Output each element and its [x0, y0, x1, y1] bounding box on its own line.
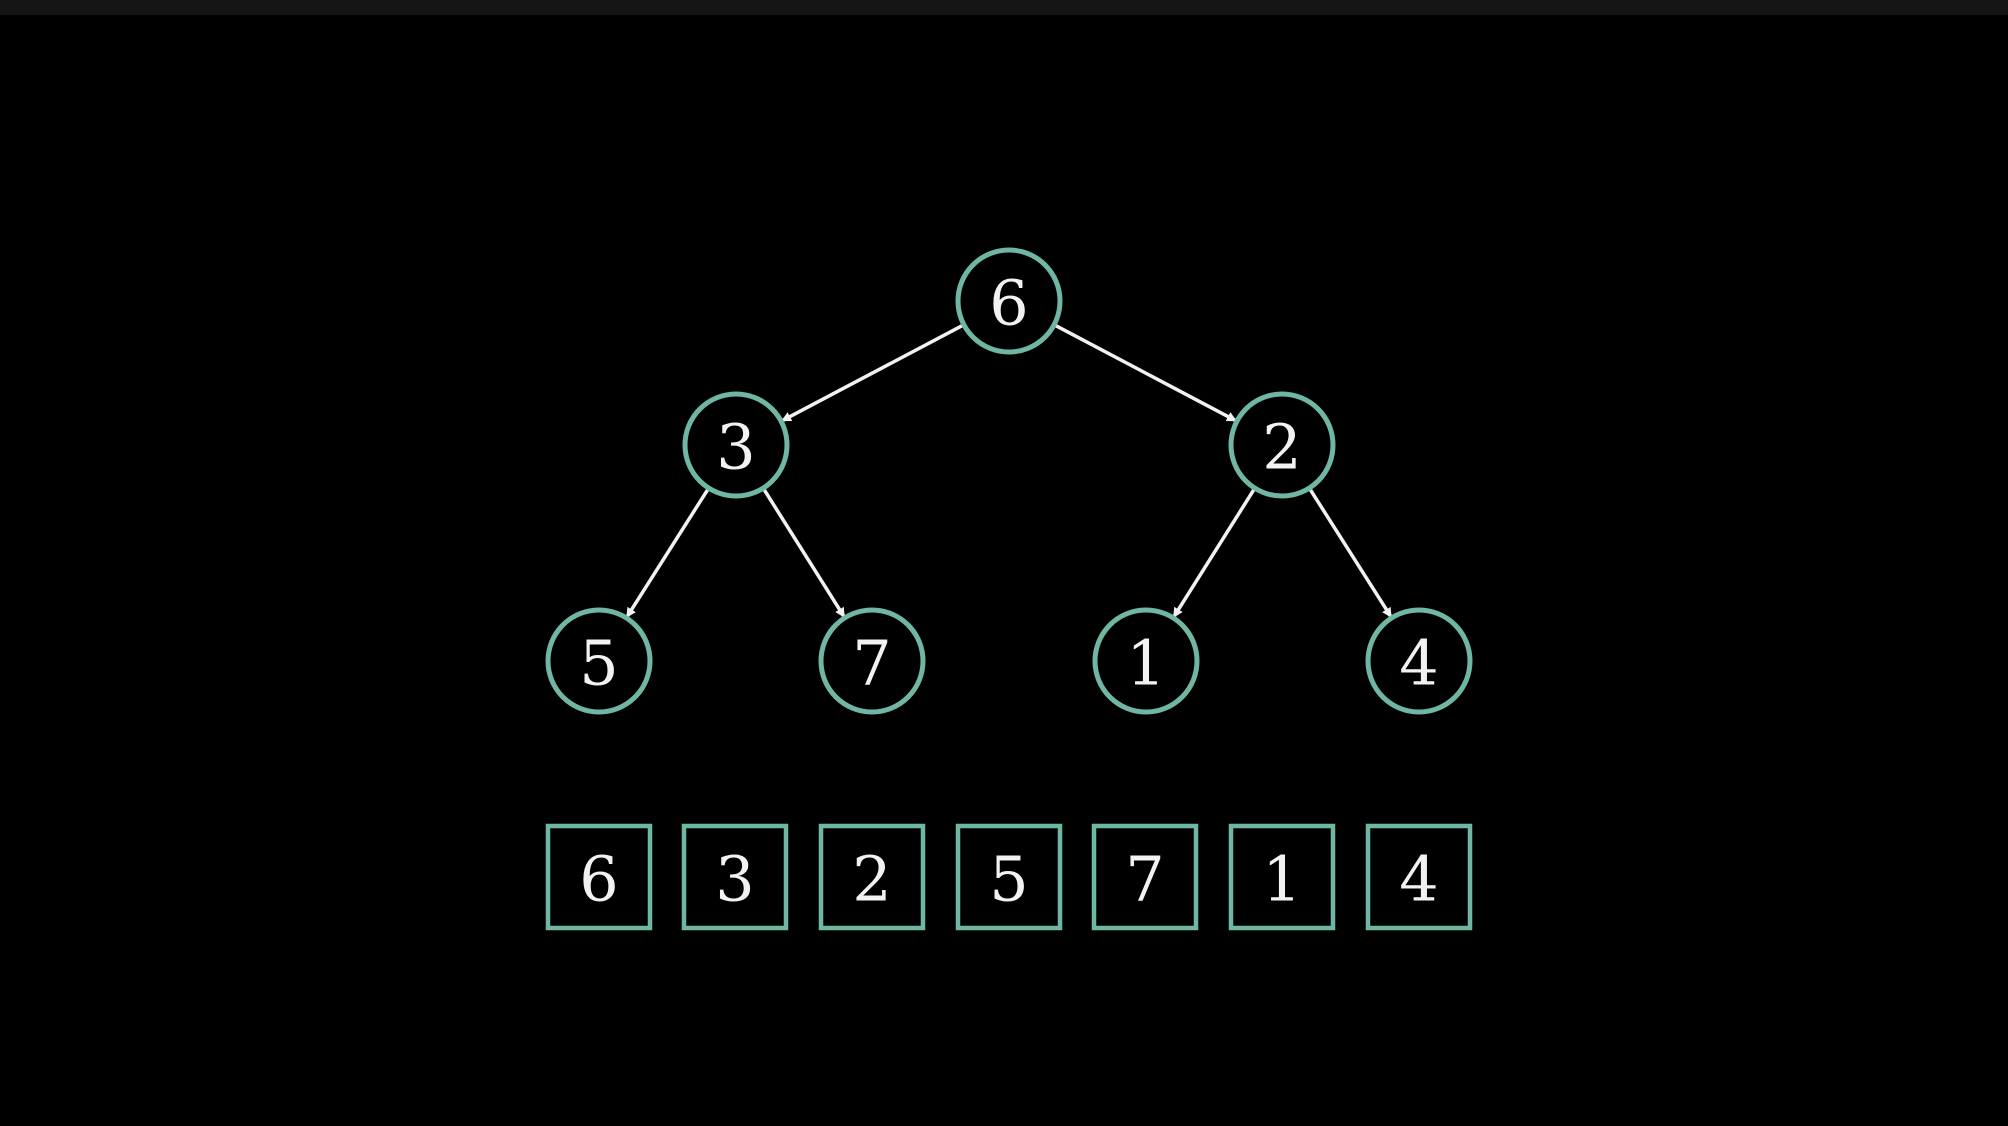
array-cell-label: 3: [715, 843, 754, 916]
window-top-bar: [0, 0, 2008, 15]
tree-node-label: 1: [1126, 627, 1165, 700]
tree-node-label: 3: [716, 411, 755, 484]
tree-node-label: 4: [1399, 627, 1438, 700]
tree-node-label: 7: [852, 627, 891, 700]
array-cell: 2: [818, 823, 926, 931]
array-cell-box: [955, 823, 1063, 931]
array-cell-box: [1228, 823, 1336, 931]
tree-node-label: 6: [989, 267, 1028, 340]
array-cell-label: 7: [1125, 843, 1164, 916]
tree-node-label: 2: [1262, 411, 1301, 484]
tree-node-circle: [1228, 391, 1336, 499]
tree-node-label: 5: [579, 627, 618, 700]
tree-nodes: 6 3 2 5 7 1 4: [545, 247, 1473, 715]
array-cell: 7: [1091, 823, 1199, 931]
array-cell-box: [818, 823, 926, 931]
tree-node-circle: [1092, 607, 1200, 715]
array-cell-box: [1365, 823, 1473, 931]
array-cell-box: [545, 823, 653, 931]
array-cell-label: 2: [852, 843, 891, 916]
array-cell: 3: [681, 823, 789, 931]
tree-node: 3: [682, 391, 790, 499]
array-cell-label: 1: [1262, 843, 1301, 916]
tree-edge-arrow: [1055, 324, 1237, 422]
tree-edge-arrow: [781, 324, 963, 422]
tree-edge-arrow: [1308, 488, 1393, 618]
array-cell-label: 5: [989, 843, 1028, 916]
tree-node-circle: [545, 607, 653, 715]
array-cell: 6: [545, 823, 653, 931]
tree-edges: [625, 324, 1393, 618]
array-cells: 6 3 2 5 7 1 4: [545, 823, 1473, 931]
array-cell: 1: [1228, 823, 1336, 931]
array-cell: 4: [1365, 823, 1473, 931]
tree-node-circle: [818, 607, 926, 715]
tree-edge-arrow: [625, 488, 710, 618]
tree-node: 7: [818, 607, 926, 715]
tree-node-circle: [1365, 607, 1473, 715]
tree-node: 6: [955, 247, 1063, 355]
tree-edge-arrow: [1172, 488, 1256, 618]
tree-node: 4: [1365, 607, 1473, 715]
tree-node-circle: [955, 247, 1063, 355]
tree-edge-arrow: [762, 488, 846, 618]
array-cell-label: 6: [579, 843, 618, 916]
array-cell-box: [681, 823, 789, 931]
array-cell: 5: [955, 823, 1063, 931]
tree-node: 1: [1092, 607, 1200, 715]
array-cell-label: 4: [1399, 843, 1438, 916]
array-cell-box: [1091, 823, 1199, 931]
tree-node: 2: [1228, 391, 1336, 499]
tree-node-circle: [682, 391, 790, 499]
tree-node: 5: [545, 607, 653, 715]
